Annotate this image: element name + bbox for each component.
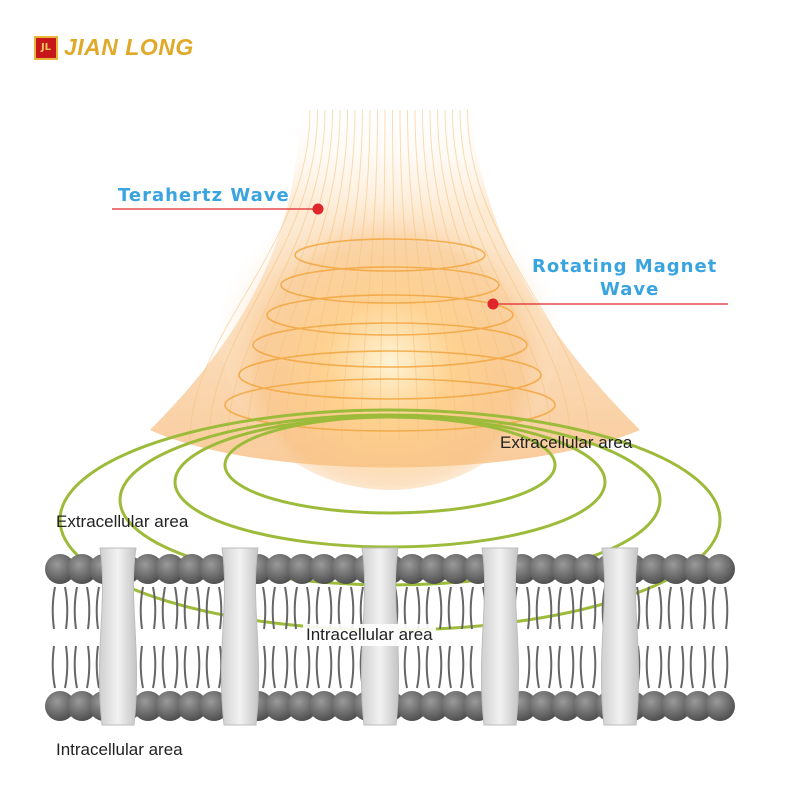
extracellular-label-right: Extracellular area — [500, 433, 633, 452]
magnet-pointer — [487, 298, 728, 310]
rotating-magnet-label: Rotating Magnet — [532, 256, 718, 277]
terahertz-pointer — [112, 203, 324, 215]
terahertz-wave-label: Terahertz Wave — [118, 185, 290, 206]
logo-mark-icon: JL — [34, 35, 58, 60]
logo-text: JIAN LONG — [64, 34, 194, 60]
rotating-magnet-label-line2: Wave — [600, 279, 660, 300]
intracellular-label-bottom: Intracellular area — [56, 740, 183, 759]
rotating-magnet-spiral — [224, 238, 556, 432]
intracellular-label-center: Intracellular area — [303, 624, 436, 646]
cell-membrane — [45, 547, 735, 726]
extracellular-label-left: Extracellular area — [56, 512, 189, 531]
brand-logo: JL JIAN LONG — [34, 34, 194, 61]
